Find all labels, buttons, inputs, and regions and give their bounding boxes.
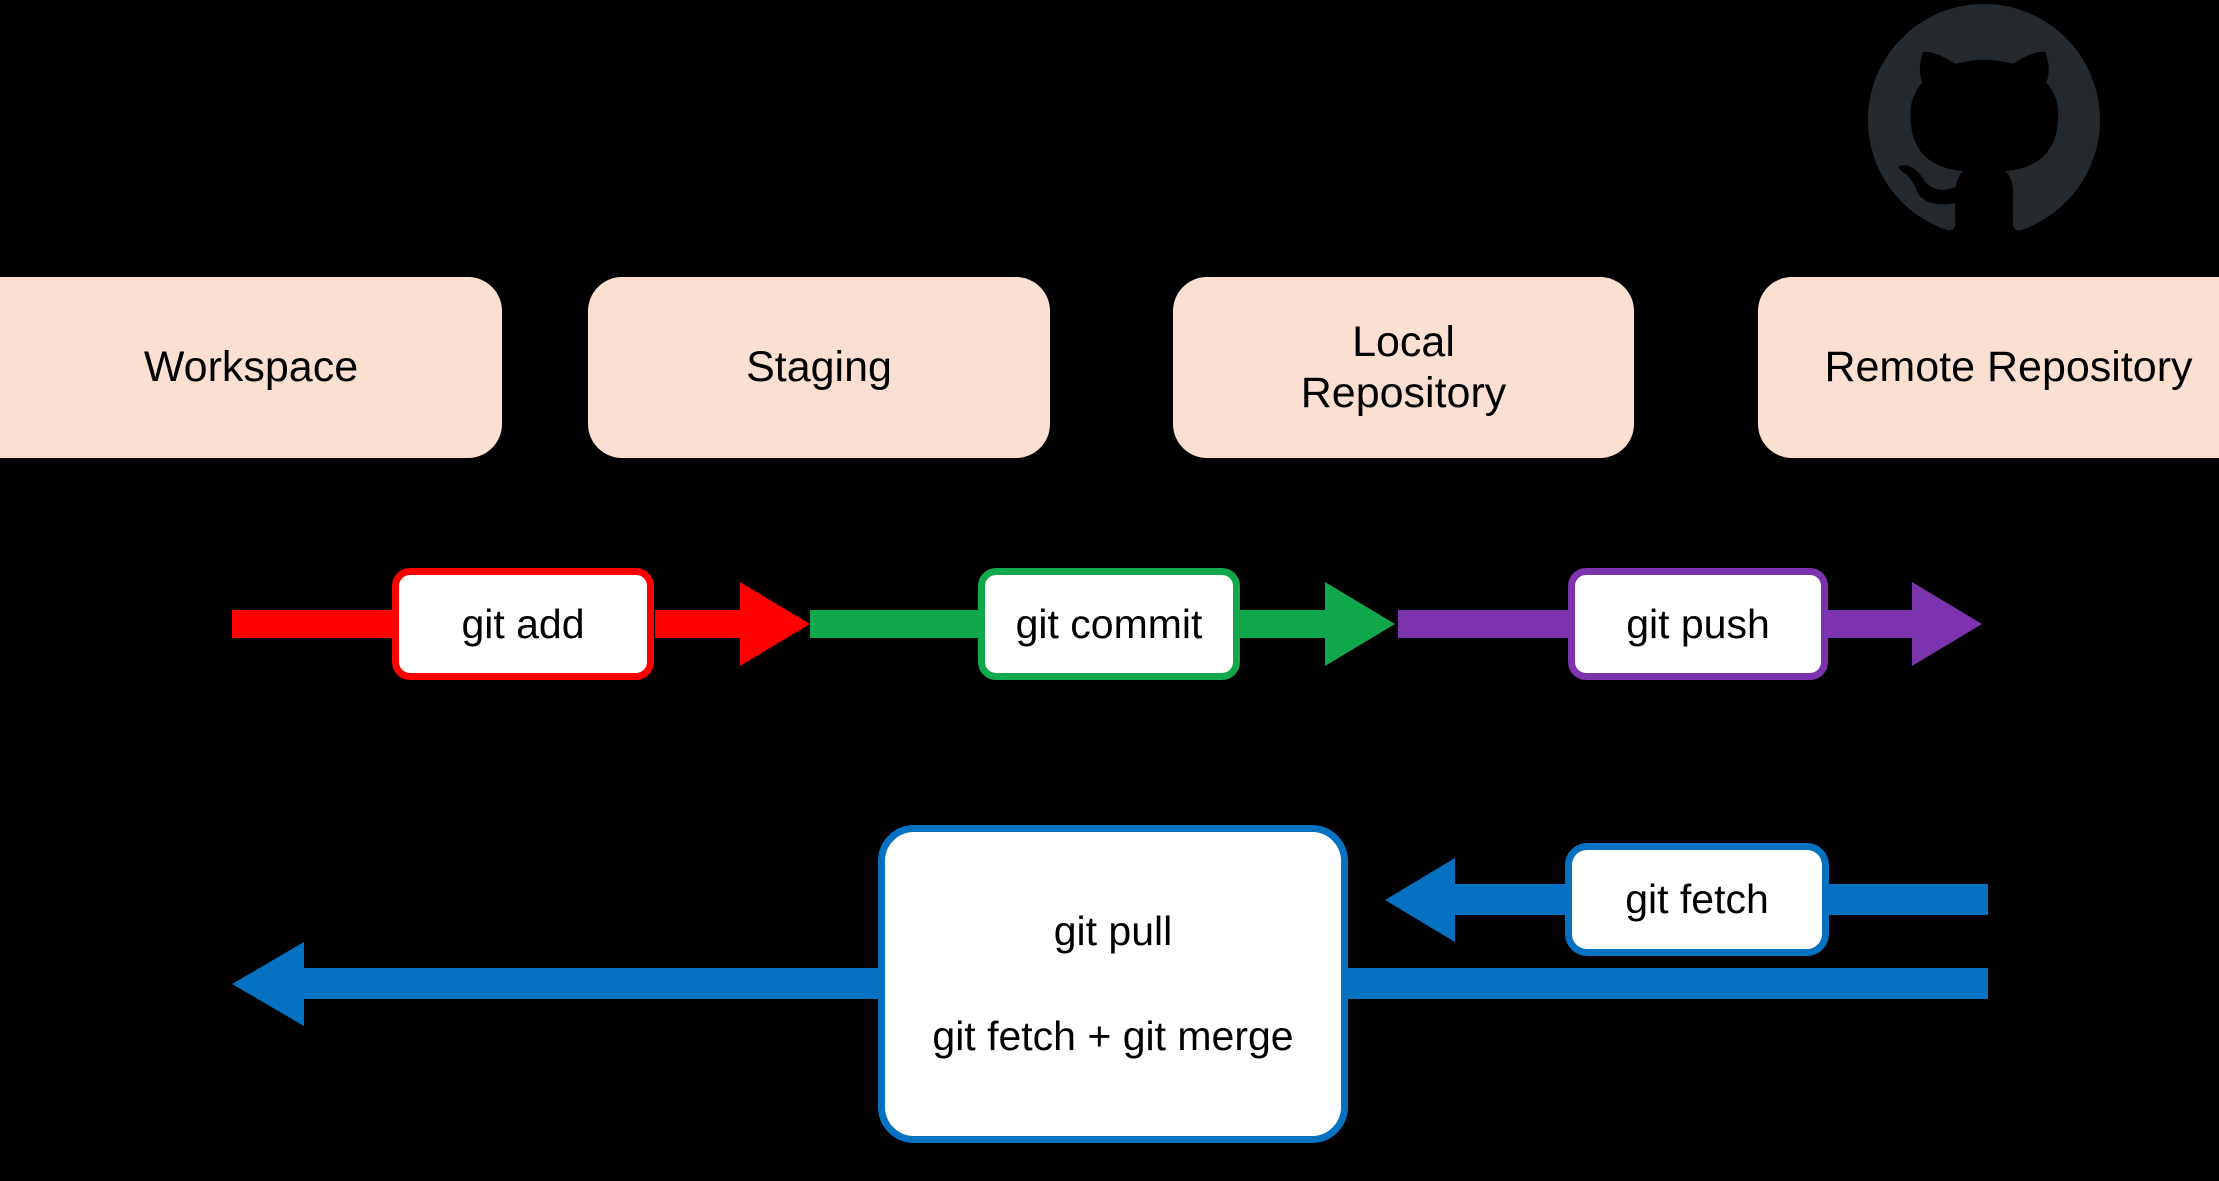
github-logo-icon (1868, 4, 2100, 231)
command-chip-git-commit[interactable]: git commit (978, 568, 1240, 680)
stage-box-remote-repository[interactable]: Remote Repository (1758, 277, 2219, 458)
command-chip-git-fetch[interactable]: git fetch (1565, 843, 1829, 956)
command-chip-git-add[interactable]: git add (392, 568, 654, 680)
git-commit-arrow-shaft-right (1240, 610, 1332, 638)
git-add-arrow-shaft-right (655, 610, 755, 638)
git-pull-arrowhead-icon (232, 942, 304, 1026)
git-pull-arrow-shaft-left (300, 968, 880, 999)
stage-box-staging[interactable]: Staging (588, 277, 1050, 458)
git-pull-arrow-shaft-right (1348, 968, 1988, 999)
git-commit-arrow-shaft-left (810, 610, 978, 638)
git-pull-label-expansion: git fetch + git merge (932, 1013, 1294, 1059)
git-push-arrow-shaft-left (1398, 610, 1568, 638)
command-chip-git-pull[interactable]: git pull git fetch + git merge (878, 825, 1348, 1143)
git-add-arrowhead-icon (740, 582, 810, 666)
git-push-arrow-shaft-right (1826, 610, 1920, 638)
git-add-arrow-shaft-left (232, 610, 392, 638)
command-chip-git-push[interactable]: git push (1568, 568, 1828, 680)
git-fetch-arrow-shaft-left (1450, 884, 1570, 915)
git-fetch-arrowhead-icon (1385, 858, 1455, 942)
stage-box-local-repository[interactable]: Local Repository (1173, 277, 1634, 458)
stage-box-workspace[interactable]: Workspace (0, 277, 502, 458)
git-commit-arrowhead-icon (1325, 582, 1395, 666)
git-pull-label-primary: git pull (1053, 907, 1173, 954)
git-push-arrowhead-icon (1912, 582, 1982, 666)
